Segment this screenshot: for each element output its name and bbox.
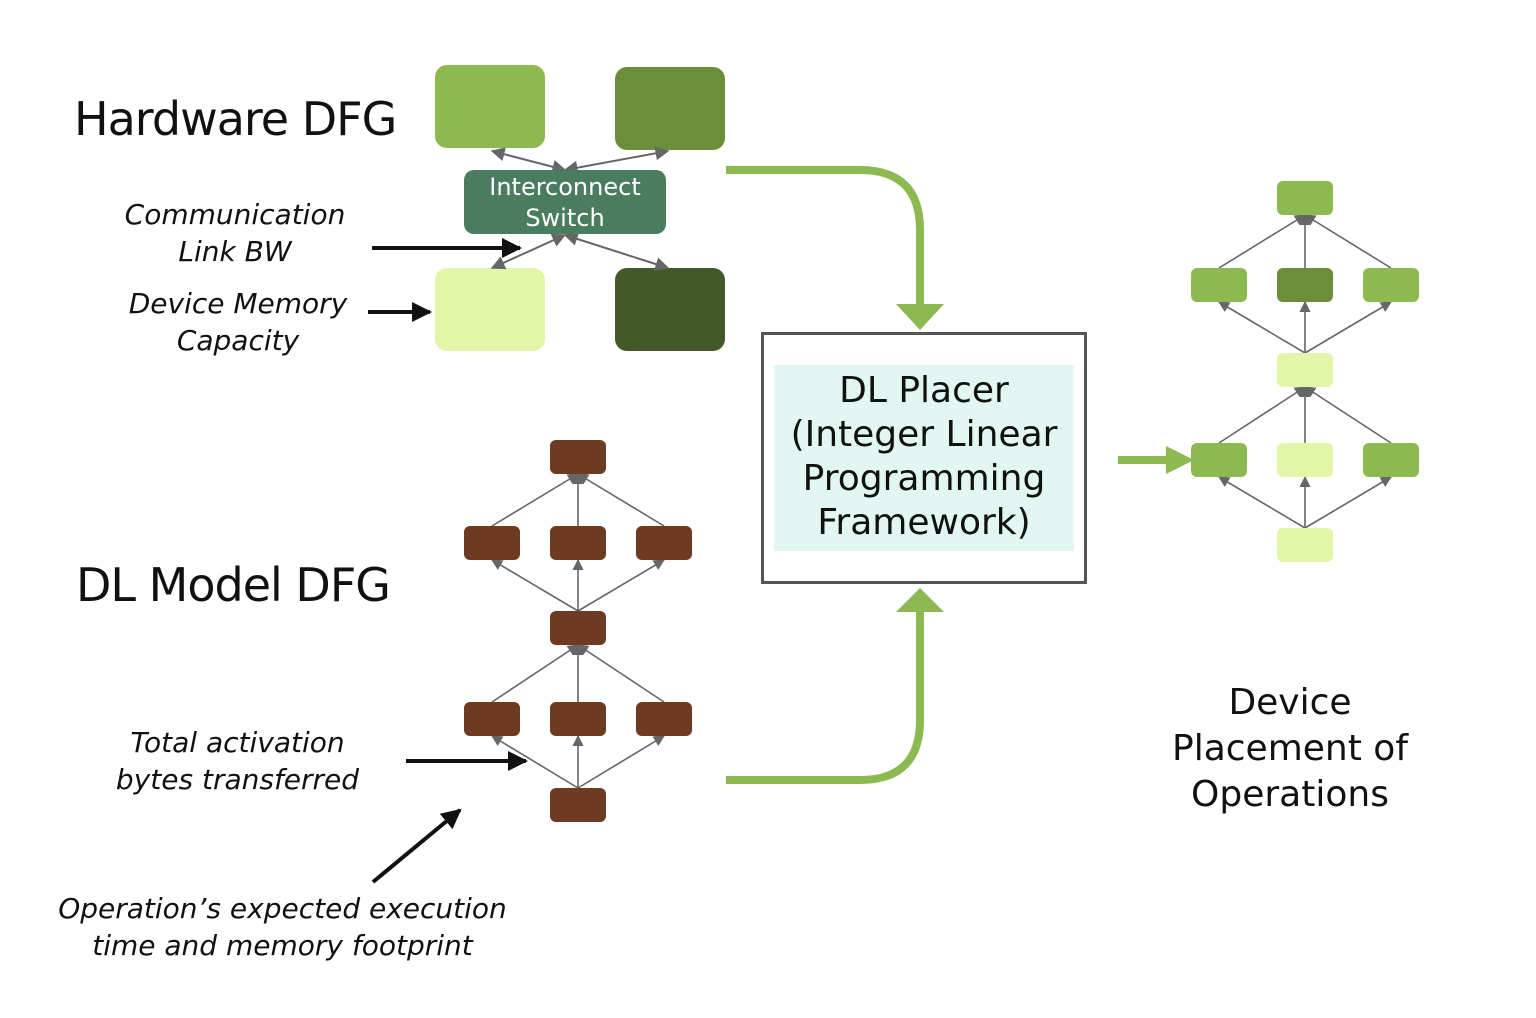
placement-edge-6	[1218, 301, 1306, 354]
placement-edge-11	[1304, 214, 1392, 269]
model-edge-9	[491, 473, 579, 527]
dl-placer-fill	[774, 365, 1074, 551]
model-edge-8	[577, 559, 665, 612]
placer-line-1: DL Placer	[839, 370, 1009, 411]
placement-node-8	[1277, 528, 1333, 562]
placement-node-0	[1277, 181, 1333, 215]
hw-device-top-right	[615, 67, 725, 150]
hw-device-top-left	[435, 65, 545, 148]
link-bw-note: Communication Link BW	[115, 196, 355, 270]
placement-edge-9	[1218, 214, 1306, 269]
model-edge-0	[491, 735, 579, 789]
placement-node-3	[1363, 268, 1419, 302]
flow-hardware-arrowhead	[896, 304, 944, 330]
memory-line-1: Device Memory	[128, 287, 348, 320]
placer-line-2: (Integer Linear	[790, 414, 1058, 455]
output-caption: Device Placement of Operations	[1150, 680, 1430, 818]
model-node-4	[550, 611, 606, 645]
model-dfg-graph	[464, 440, 692, 822]
placement-edge-8	[1304, 301, 1392, 354]
flow-output-arrowhead	[1166, 446, 1194, 474]
placement-edge-5	[1304, 386, 1392, 444]
hardware-dfg-title: Hardware DFG	[74, 92, 397, 146]
model-node-8	[550, 788, 606, 822]
hw-link-bottom-right	[563, 232, 670, 271]
placement-edge-0	[1218, 476, 1306, 529]
hw-link-bottom-left	[490, 233, 567, 270]
output-line-2: Placement of	[1171, 728, 1408, 769]
model-node-6	[550, 702, 606, 736]
activation-note: Total activation bytes transferred	[100, 724, 375, 798]
placement-node-1	[1191, 268, 1247, 302]
model-edge-2	[577, 735, 665, 789]
model-edge-5	[577, 644, 665, 703]
hw-link-top-left	[490, 147, 567, 174]
flow-hardware-to-placer	[726, 166, 924, 308]
model-node-3	[636, 526, 692, 560]
model-edge-3	[491, 644, 579, 703]
op-cost-line-2: time and memory footprint	[92, 929, 473, 962]
memory-line-2: Capacity	[176, 324, 300, 357]
placement-graph	[1191, 181, 1419, 562]
activation-line-1: Total activation	[130, 726, 345, 759]
hw-link-top-right	[563, 146, 670, 175]
memory-note: Device Memory Capacity	[118, 285, 358, 359]
link-bw-line-1: Communication	[124, 198, 346, 231]
dl-placer-box: DL Placer (Integer Linear Programming Fr…	[761, 332, 1087, 584]
hw-device-bottom-left	[435, 268, 545, 351]
op-cost-arrow	[371, 808, 462, 884]
model-edge-6	[491, 559, 579, 612]
placement-node-7	[1363, 443, 1419, 477]
model-node-2	[550, 526, 606, 560]
model-node-5	[464, 702, 520, 736]
placement-node-5	[1191, 443, 1247, 477]
placer-line-3: Programming	[802, 458, 1046, 499]
placement-edge-2	[1304, 476, 1392, 529]
model-edge-11	[577, 473, 665, 527]
output-line-3: Operations	[1191, 774, 1389, 815]
placement-node-6	[1277, 443, 1333, 477]
switch-label-line-1: Interconnect	[489, 173, 641, 201]
link-bw-line-2: Link BW	[178, 235, 292, 268]
model-node-1	[464, 526, 520, 560]
op-cost-note: Operation’s expected execution time and …	[30, 890, 535, 964]
output-line-1: Device	[1228, 682, 1352, 723]
model-dfg-title: DL Model DFG	[76, 558, 391, 612]
placer-line-4: Framework)	[817, 502, 1031, 543]
placement-node-2	[1277, 268, 1333, 302]
placement-node-4	[1277, 353, 1333, 387]
placement-edge-3	[1218, 386, 1306, 444]
dl-placer-text: DL Placer (Integer Linear Programming Fr…	[764, 369, 1084, 545]
switch-label-line-2: Switch	[525, 204, 605, 232]
flow-model-arrowhead	[896, 588, 944, 612]
activation-line-2: bytes transferred	[115, 763, 360, 796]
model-node-0	[550, 440, 606, 474]
interconnect-switch: Interconnect Switch	[464, 170, 666, 234]
hw-device-bottom-right	[615, 268, 725, 351]
model-node-7	[636, 702, 692, 736]
flow-model-to-placer	[726, 612, 924, 784]
op-cost-line-1: Operation’s expected execution	[58, 892, 507, 925]
